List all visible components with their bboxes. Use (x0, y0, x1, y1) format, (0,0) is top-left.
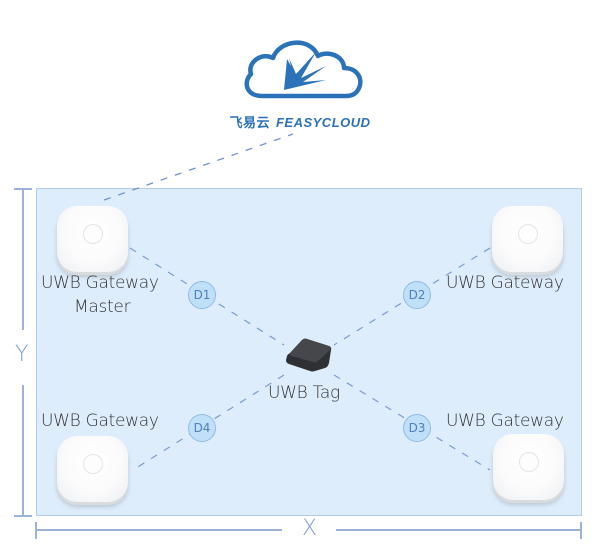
uwb-tag-label: UWB Tag (268, 383, 340, 403)
gateway-master-device (57, 206, 128, 272)
gateway-bottom-right-device (493, 434, 564, 500)
gateway-bottom-left-device (57, 436, 128, 502)
gateway-button-icon (83, 224, 103, 244)
distance-d2-badge: D2 (403, 281, 431, 309)
gateway-top-right-device (492, 206, 563, 272)
gateway-bottom-right-label: UWB Gateway (446, 411, 564, 431)
gateway-master-sublabel: Master (74, 297, 131, 317)
gateway-button-icon (519, 452, 539, 472)
gateway-button-icon (518, 224, 538, 244)
gateway-button-icon (83, 454, 103, 474)
y-axis-label: Y (15, 342, 29, 367)
cloud-logo-icon (244, 40, 363, 99)
distance-d3-badge: D3 (403, 414, 431, 442)
uwb-tag-device (286, 338, 332, 372)
gateway-top-right-label: UWB Gateway (446, 273, 564, 293)
brand-chinese-name: 飞易云 (229, 115, 270, 130)
brand-name: 飞易云 FEASYCLOUD (205, 112, 395, 131)
gateway-bottom-left-label: UWB Gateway (41, 411, 159, 431)
distance-d1-badge: D1 (188, 281, 216, 309)
brand-english-name: FEASYCLOUD (275, 115, 371, 130)
distance-d4-badge: D4 (188, 414, 216, 442)
x-axis-label: X (302, 516, 318, 541)
gateway-master-label: UWB Gateway (41, 273, 159, 293)
